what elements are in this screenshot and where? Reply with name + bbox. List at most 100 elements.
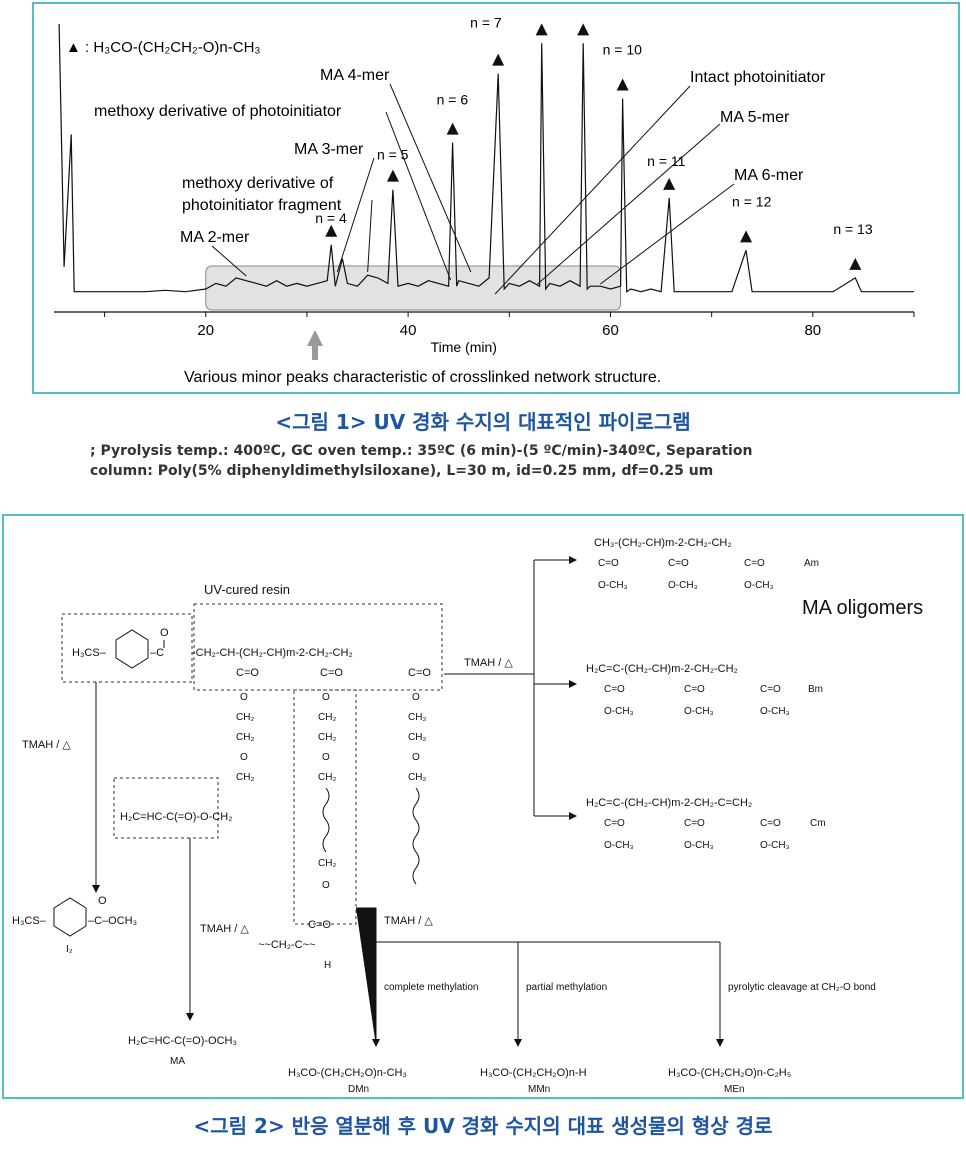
peak-marker-triangle [616,78,629,91]
annotation-label: MA 2-mer [180,229,250,246]
svg-text:O-CH₃: O-CH₃ [684,840,714,851]
svg-text:O: O [322,692,330,703]
annotation-leader [211,245,247,277]
ester-3: C=O [408,667,431,679]
peak-marker-triangle [577,23,590,36]
svg-text:CH₂: CH₂ [318,772,336,783]
chain-end-formula: ~~CH₂-C~~ [258,939,315,951]
x-tick-label: 20 [197,322,214,339]
svg-text:C=O: C=O [668,558,689,569]
annotation-label: methoxy derivative of photoinitiator [94,103,342,120]
legend-formula: ▲ : H₃CO-(CH₂CH₂-O)n-CH₃ [66,39,261,56]
ma-fragment-box [113,777,219,839]
i2-label: I₂ [66,944,73,955]
peak-label: n = 11 [647,153,685,169]
svg-text:O-CH₃: O-CH₃ [604,840,634,851]
i2-o: O [98,895,107,907]
branch-partial: partial methylation [526,982,607,993]
svg-text:O: O [240,692,248,703]
mm-formula: H₃CO-(CH₂CH₂O)n-H [480,1067,587,1079]
branch-complete: complete methylation [384,982,479,993]
backbone-formula: -CH₂-CH-(CH₂-CH)m-2-CH₂-CH₂ [192,647,353,659]
svg-text:O-CH₃: O-CH₃ [604,706,634,717]
annotation-label: MA 5-mer [720,109,790,126]
reagent-left: TMAH / △ [22,739,71,751]
ma-label: MA [170,1056,185,1067]
svg-text:O: O [322,880,330,891]
dm-formula: H₃CO-(CH₂CH₂O)n-CH₃ [288,1067,407,1079]
annotation-label: MA 3-mer [294,141,364,158]
svg-text:O: O [240,752,248,763]
annotation-label: photoinitiator fragment [182,197,342,214]
me-label: MEn [724,1084,745,1095]
svg-text:C=O: C=O [744,558,765,569]
h3cs-label: H₃CS– [72,647,107,659]
oligomer-label: MA oligomers [802,597,923,619]
peak-label: n = 10 [603,42,643,58]
svg-text:O-CH₃: O-CH₃ [684,706,714,717]
am-label: Am [804,558,819,569]
svg-text:CH₂: CH₂ [236,732,254,743]
reagent-oligomers: TMAH / △ [464,657,513,669]
svg-text:O: O [322,752,330,763]
annotation-leader [336,157,375,273]
svg-text:CH₂: CH₂ [236,712,254,723]
svg-text:CH₂: CH₂ [318,712,336,723]
peak-marker-triangle [849,257,862,270]
svg-text:CH₂: CH₂ [408,712,426,723]
svg-text:CH₂: CH₂ [318,858,336,869]
pyrogram-panel: ▲ : H₃CO-(CH₂CH₂-O)n-CH₃ n = 4 n = 5 n = 6… [32,2,960,394]
annotation-leader [385,111,452,281]
ester-1: C=O [236,667,259,679]
peak-marker-triangle [663,177,676,190]
peak-label: n = 6 [437,92,469,108]
x-tick-label: 60 [602,322,619,339]
oligomer-bm: H₂C=C-(CH₂-CH)m-2-CH₂-CH₂ C=O C=O C=O O-… [586,663,823,717]
peak-label: n = 5 [377,147,409,163]
peak-marker-triangle [386,169,399,182]
reaction-scheme: UV-cured resin H₃CS– –C O -CH₂-CH-(CH₂-C… [12,537,923,1095]
peak-label: n = 12 [732,193,772,209]
pyrogram-chart: ▲ : H₃CO-(CH₂CH₂-O)n-CH₃ n = 4 n = 5 n = 6… [54,15,915,386]
peak-marker-triangle [492,53,505,66]
svg-text:CH₂: CH₂ [408,772,426,783]
svg-text:C=O: C=O [760,818,781,829]
figure-1-caption: <그림 1> UV 경화 수지의 대표적인 파이로그램 [275,410,691,434]
svg-text:O-CH₃: O-CH₃ [760,840,790,851]
figure-2-caption: <그림 2> 반응 열분해 후 UV 경화 수지의 대표 생성물의 형상 경로 [193,1114,773,1138]
peg-out-line [356,907,380,1047]
svg-text:O-CH₃: O-CH₃ [744,580,774,591]
annotation-leader [537,123,721,285]
svg-text:CH₂: CH₂ [408,732,426,743]
cm-label: Cm [810,818,826,829]
peg-chain-box [293,689,357,925]
ketone-o-label: O [160,627,169,639]
side-chain-3: O CH₂ CH₂ O CH₂ [408,692,426,885]
svg-text:O: O [412,692,420,703]
svg-text:C=O: C=O [684,818,705,829]
svg-text:O: O [412,752,420,763]
svg-text:O-CH₃: O-CH₃ [668,580,698,591]
annotation-leader [367,199,373,273]
resin-label: UV-cured resin [204,582,290,597]
benzene-ring-icon [53,897,87,937]
svg-text:C=O: C=O [604,684,625,695]
reagent-peg: TMAH / △ [384,915,433,927]
svg-text:CH₂: CH₂ [318,732,336,743]
x-tick-label: 40 [400,322,417,339]
chain-end-ester: C=O [308,919,331,931]
me-formula: H₃CO-(CH₂CH₂O)n-C₂H₅ [668,1067,791,1079]
svg-text:O-CH₃: O-CH₃ [760,706,790,717]
ma-formula: H₂C=HC-C(=O)-OCH₃ [128,1035,237,1047]
reagent-ma: TMAH / △ [200,923,249,935]
oligomer-cm: H₂C=C-(CH₂-CH)m-2-CH₂-C=CH₂ C=O C=O C=O … [586,797,826,851]
minor-peaks-region [205,265,622,311]
branch-cleavage: pyrolytic cleavage at CH₂-O bond [728,982,876,993]
peak-label: n = 4 [315,210,347,226]
svg-text:C=O: C=O [760,684,781,695]
x-tick-label: 80 [804,322,821,339]
peak-label: n = 13 [833,221,873,237]
annotation-leader [494,85,691,295]
conditions-line-2: column: Poly(5% diphenyldimethylsiloxane… [90,463,714,479]
svg-text:C=O: C=O [598,558,619,569]
